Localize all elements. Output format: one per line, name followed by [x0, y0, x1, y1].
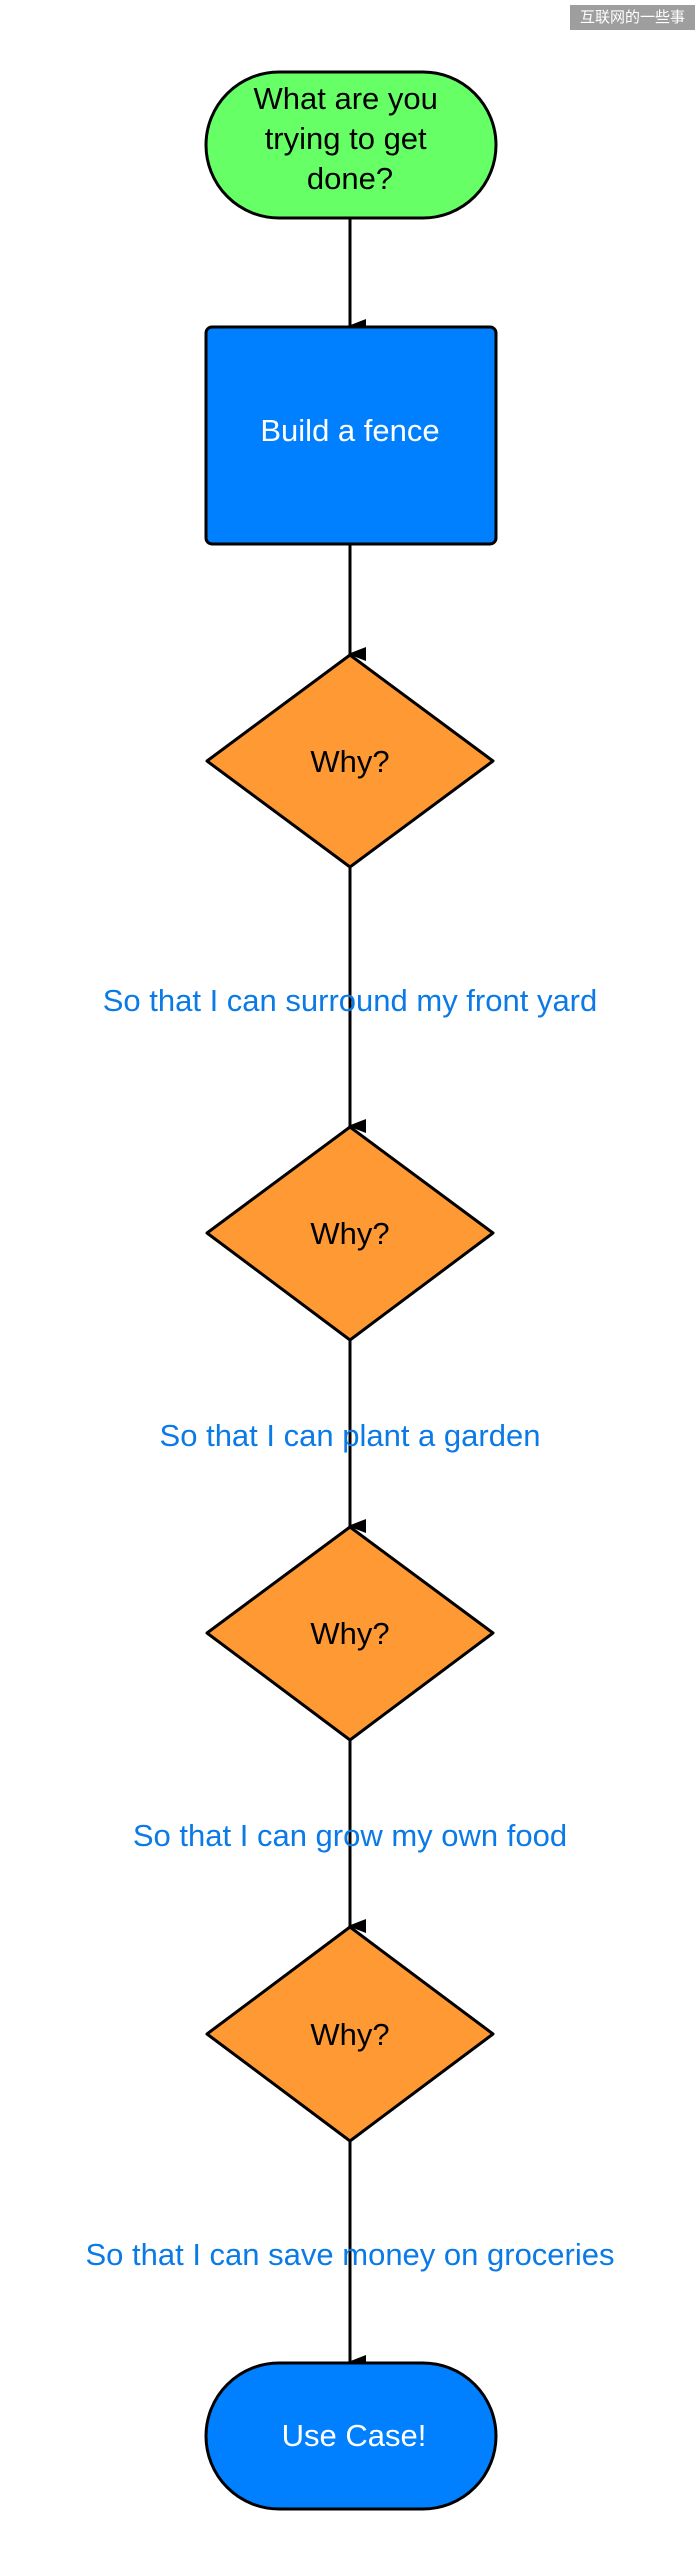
decision-diamond-4: [205, 1925, 495, 2143]
start-label-line-2: trying to get: [265, 121, 427, 156]
start-label: What are you trying to get done?: [254, 81, 447, 196]
process-label: Build a fence: [260, 413, 439, 448]
decision-label-3: Why?: [310, 1616, 389, 1651]
edge-label-3: So that I can grow my own food: [133, 1818, 567, 1853]
decision-label-2: Why?: [310, 1216, 389, 1251]
watermark: 互联网的一些事: [569, 5, 695, 30]
start-terminator: [204, 70, 498, 220]
end-terminator: [204, 2361, 498, 2511]
end-label: Use Case!: [282, 2418, 427, 2453]
decision-label-4: Why?: [310, 2017, 389, 2052]
edge-label-4: So that I can save money on groceries: [85, 2237, 614, 2272]
start-label-line-1: What are you: [254, 81, 438, 116]
decision-diamond-2: [205, 1125, 495, 1342]
edge-label-2: So that I can plant a garden: [160, 1418, 541, 1453]
start-label-line-3: done?: [307, 161, 393, 196]
decision-diamond-3: [205, 1525, 495, 1742]
decision-diamond-1: [205, 653, 495, 869]
process-box: [204, 325, 498, 546]
decision-label-1: Why?: [310, 744, 389, 779]
edge-label-1: So that I can surround my front yard: [103, 983, 598, 1018]
